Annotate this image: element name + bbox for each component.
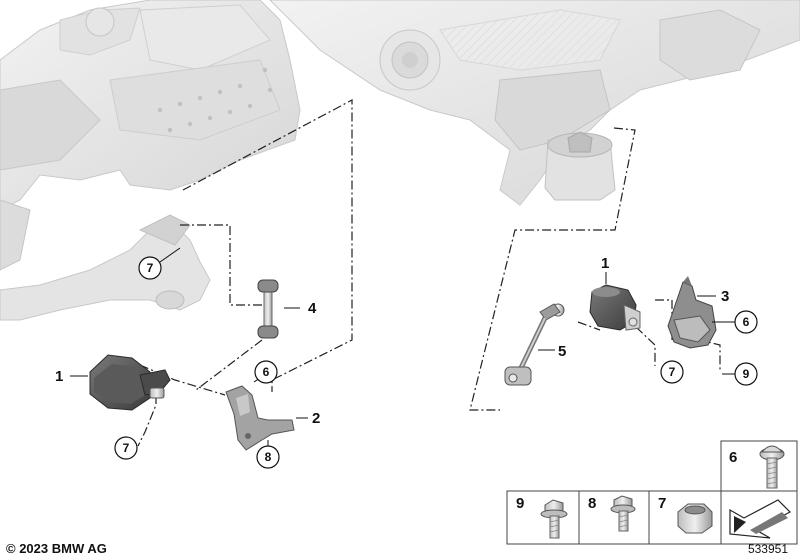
copyright-text: © 2023 BMW AG — [6, 541, 107, 556]
callout-right-rod: 5 — [538, 343, 566, 360]
legend-screw-6-text: 6 — [729, 449, 737, 466]
callout-right-sensor: 1 — [601, 255, 609, 284]
callout-left-bracket: 2 — [296, 410, 320, 427]
right-height-sensor — [589, 284, 641, 331]
callout-right-bolt-text: 9 — [743, 367, 750, 381]
callout-left-nut-top: 7 — [138, 247, 181, 280]
legend-bolt-9: 9 — [516, 495, 568, 539]
callout-left-rod-text: 4 — [308, 300, 317, 317]
legend-bolt-8-text: 8 — [588, 495, 596, 512]
legend-box-screw-6 — [720, 440, 798, 493]
callout-right-bracket: 3 — [697, 288, 729, 305]
callout-right-screw: 6 — [712, 310, 758, 334]
subframe-right — [269, 0, 800, 206]
callout-right-screw-text: 6 — [743, 315, 750, 329]
callout-left-nut-bottom-text: 7 — [123, 441, 130, 455]
left-bracket — [225, 385, 295, 451]
callout-right-bracket-text: 3 — [721, 288, 729, 305]
callout-left-sensor-text: 1 — [55, 368, 63, 385]
legend-box-bolt-9 — [506, 490, 580, 545]
callout-right-nut-text: 7 — [669, 365, 676, 379]
callout-left-nut-bottom: 7 — [114, 436, 138, 460]
legend-direction-arrow-icon — [729, 499, 791, 539]
left-height-sensor — [89, 354, 171, 411]
callout-left-bolt-text: 8 — [265, 450, 272, 464]
callout-left-screw: 6 — [253, 360, 278, 384]
callout-left-bolt: 8 — [256, 440, 280, 469]
right-link-rod — [504, 303, 565, 386]
callout-right-sensor-text: 1 — [601, 255, 609, 272]
legend — [506, 440, 798, 545]
legend-screw-6: 6 — [729, 445, 785, 489]
callout-left-sensor: 1 — [55, 368, 88, 385]
left-link-rod — [257, 279, 279, 339]
callout-right-bolt: 9 — [722, 362, 758, 386]
leader-lines — [137, 99, 721, 447]
callout-right-nut: 7 — [660, 360, 684, 384]
subframe-left — [0, 0, 301, 321]
callout-left-rod: 4 — [284, 300, 317, 317]
legend-bolt-9-text: 9 — [516, 495, 524, 512]
legend-nut-7-text: 7 — [658, 495, 666, 512]
legend-nut-7: 7 — [658, 495, 713, 534]
callout-right-rod-text: 5 — [558, 343, 566, 360]
callout-left-bracket-text: 2 — [312, 410, 320, 427]
right-bracket — [667, 276, 717, 349]
callout-left-screw-text: 6 — [263, 365, 270, 379]
document-number: 533951 — [747, 542, 788, 556]
callout-left-nut-top-text: 7 — [147, 261, 154, 275]
legend-bolt-8: 8 — [588, 495, 636, 532]
